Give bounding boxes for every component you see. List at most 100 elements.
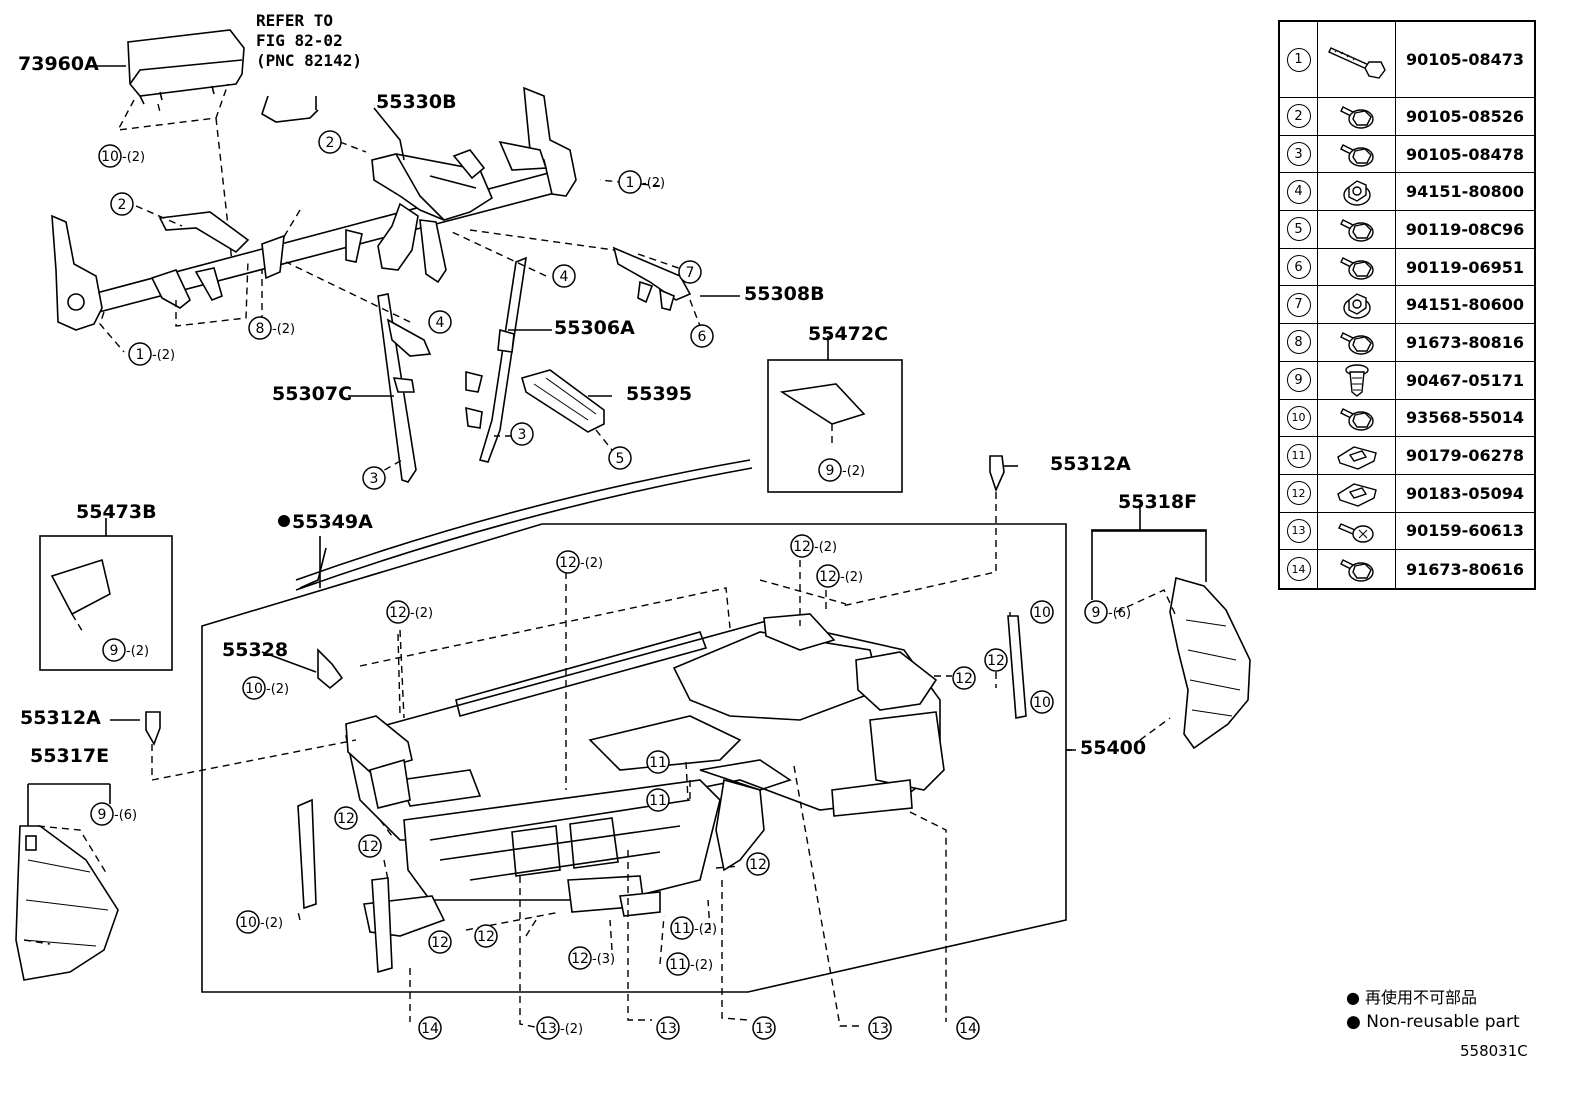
svg-text:2: 2 — [326, 135, 335, 151]
reinforcement-55330B — [51, 86, 577, 331]
callout-12: 12-(3) — [568, 946, 615, 970]
svg-text:9: 9 — [1092, 605, 1101, 621]
callout-quantity: -(2) — [814, 540, 837, 555]
fastener-part-number: 93568-55014 — [1406, 408, 1524, 428]
svg-text:12: 12 — [749, 857, 767, 873]
fastener-part-number: 91673-80616 — [1406, 559, 1524, 579]
fastener-part-number: 90105-08526 — [1406, 106, 1524, 126]
fastener-part-number: 91673-80816 — [1406, 332, 1524, 352]
flange-bolt-icon — [1318, 135, 1396, 173]
side-support-right — [1007, 615, 1027, 719]
svg-text:9: 9 — [826, 463, 835, 479]
fastener-part-number: 90159-60613 — [1406, 521, 1524, 541]
svg-text:13: 13 — [659, 1021, 677, 1037]
part-number-label: 55312A — [1050, 453, 1131, 475]
screw-icon — [1318, 512, 1396, 550]
long-bolt-icon — [1318, 22, 1396, 97]
part-number-label: 55312A — [20, 707, 101, 729]
fastener-number: 13 — [1280, 512, 1318, 550]
fastener-part-number: 90119-08C96 — [1405, 219, 1525, 239]
legend-en: ● Non-reusable part — [1346, 1012, 1520, 1032]
fastener-part-number: 90119-06951 — [1406, 257, 1524, 277]
callout-13: 13 — [752, 1016, 776, 1040]
trim-55317E — [15, 825, 119, 981]
refer-note-line: REFER TO — [256, 11, 333, 30]
callout-3: 3 — [510, 422, 534, 446]
callout-1: 1-(2) — [128, 342, 175, 366]
callout-quantity: -(2) — [260, 916, 283, 931]
flange-bolt-icon — [1318, 98, 1396, 135]
svg-text:10: 10 — [245, 681, 263, 697]
callout-4: 4 — [428, 310, 452, 334]
callout-12: 12 — [428, 930, 452, 954]
fastener-number: 12 — [1280, 474, 1318, 512]
svg-text:12: 12 — [477, 929, 495, 945]
svg-text:4: 4 — [560, 269, 569, 285]
svg-text:12: 12 — [987, 653, 1005, 669]
fastener-part-number: 90467-05171 — [1406, 370, 1524, 390]
part-number-label: 55349A — [292, 511, 373, 533]
fastener-number-circle: 12 — [1286, 481, 1311, 506]
refer-note-line: (PNC 82142) — [256, 51, 362, 70]
fastener-row: 14 91673-80616 — [1280, 550, 1534, 588]
flange-nut-icon — [1318, 286, 1396, 324]
callout-8: 8-(2) — [248, 316, 295, 340]
fastener-row: 13 90159-60613 — [1280, 512, 1534, 551]
fastener-number: 6 — [1280, 248, 1318, 286]
callout-12: 12-(2) — [386, 600, 433, 624]
callout-11: 11-(2) — [670, 916, 717, 940]
callout-12: 12-(2) — [790, 534, 837, 558]
callout-quantity: -(2) — [842, 464, 865, 479]
cover-55473B — [50, 558, 111, 616]
callout-3: 3 — [362, 466, 386, 490]
callout-5: 5 — [608, 446, 632, 470]
part-number-label: 55328 — [222, 639, 288, 661]
callout-12: 12 — [952, 666, 976, 690]
svg-text:13: 13 — [871, 1021, 889, 1037]
brace-55307C — [377, 293, 432, 483]
callout-quantity: -(2) — [560, 1022, 583, 1037]
moulding-55349A — [295, 459, 751, 581]
flange-nut-icon — [1318, 173, 1396, 211]
instrument-panel-55400 — [345, 613, 945, 937]
callout-quantity: -(2) — [126, 644, 149, 659]
callout-quantity: -(2) — [272, 322, 295, 337]
callout-13: 13 — [868, 1016, 892, 1040]
callout-quantity: -(3) — [592, 952, 615, 967]
svg-text:11: 11 — [649, 755, 667, 771]
callout-1: 1-(2) — [618, 170, 665, 194]
non-reusable-dot — [278, 515, 290, 527]
fastener-number-circle: 13 — [1286, 518, 1311, 543]
brace-55308B — [612, 246, 692, 311]
callout-quantity: -(2) — [694, 922, 717, 937]
svg-text:11: 11 — [673, 921, 691, 937]
box-55472C — [767, 359, 903, 493]
callout-13: 13-(2) — [536, 1016, 583, 1040]
fastener-number-circle: 4 — [1286, 179, 1311, 204]
svg-text:7: 7 — [686, 265, 695, 281]
fastener-number: 8 — [1280, 324, 1318, 361]
callout-7: 7 — [678, 260, 702, 284]
bracket-55395 — [521, 369, 605, 433]
fastener-row: 5 90119-08C96 — [1280, 211, 1534, 249]
speed-nut-icon — [1318, 474, 1396, 512]
callout-9: 9 -(2) — [818, 458, 865, 482]
svg-text:3: 3 — [370, 471, 379, 487]
fastener-number-circle: 7 — [1286, 292, 1311, 317]
callout-9: 9-(6) — [90, 802, 137, 826]
callout-6: 6 — [690, 324, 714, 348]
fastener-number-circle: 3 — [1286, 142, 1311, 167]
trim-55318F — [1169, 576, 1251, 750]
fastener-number: 7 — [1280, 286, 1318, 324]
fastener-number-circle: 5 — [1286, 217, 1311, 242]
fastener-number: 14 — [1280, 550, 1318, 588]
fastener-number-circle: 14 — [1286, 557, 1311, 582]
